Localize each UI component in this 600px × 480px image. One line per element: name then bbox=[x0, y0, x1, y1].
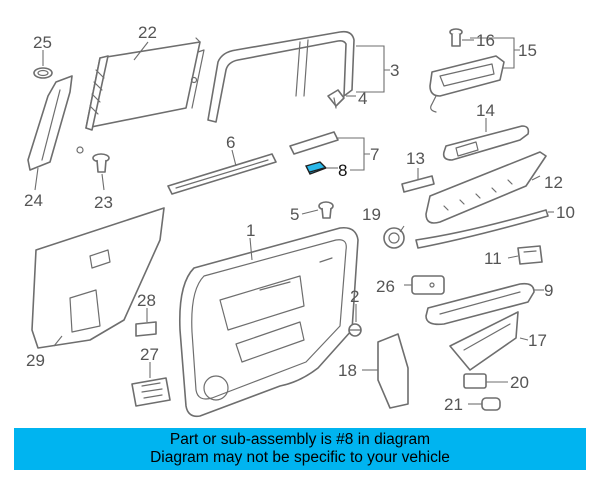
callout-9: 9 bbox=[544, 281, 553, 300]
part-10-strip bbox=[415, 209, 549, 249]
callout-17: 17 bbox=[528, 331, 547, 350]
banner-line-2: Diagram may not be specific to your vehi… bbox=[150, 449, 450, 466]
callout-5: 5 bbox=[290, 205, 299, 224]
callout-2: 2 bbox=[350, 287, 359, 306]
part-1-door-panel bbox=[178, 226, 359, 418]
part-8-highlighted bbox=[304, 161, 328, 175]
part-15-handle bbox=[429, 55, 505, 113]
callout-25: 25 bbox=[33, 33, 52, 52]
callout-6: 6 bbox=[226, 133, 235, 152]
callout-24: 24 bbox=[24, 191, 43, 210]
part-19-grille bbox=[383, 227, 405, 249]
callout-18: 18 bbox=[338, 361, 357, 380]
info-banner: Part or sub-assembly is #8 in diagram Di… bbox=[14, 428, 586, 470]
part-20-lens bbox=[463, 373, 487, 389]
callout-10: 10 bbox=[556, 203, 575, 222]
callout-19: 19 bbox=[362, 205, 381, 224]
part-4-clip bbox=[327, 89, 345, 109]
part-28-connector bbox=[135, 321, 157, 337]
leader-lines bbox=[34, 37, 554, 405]
callout-28: 28 bbox=[137, 291, 156, 310]
callout-20: 20 bbox=[510, 373, 529, 392]
callout-16: 16 bbox=[476, 31, 495, 50]
callout-27: 27 bbox=[140, 345, 159, 364]
part-24-pillar-trim bbox=[27, 75, 73, 171]
callout-12: 12 bbox=[544, 173, 563, 192]
part-5-clip bbox=[318, 201, 334, 219]
callout-23: 23 bbox=[94, 193, 113, 212]
part-25-grommet bbox=[33, 67, 53, 79]
part-14-bezel bbox=[442, 125, 530, 161]
callout-13: 13 bbox=[406, 149, 425, 168]
part-9-armrest bbox=[425, 282, 535, 326]
part-12-upper-trim bbox=[425, 151, 547, 224]
part-29-insulation bbox=[31, 207, 165, 349]
part-22-sunshade bbox=[76, 37, 205, 154]
banner-line-1: Part or sub-assembly is #8 in diagram bbox=[169, 431, 431, 448]
callout-1: 1 bbox=[246, 221, 255, 240]
callout-29: 29 bbox=[26, 351, 45, 370]
part-23-clip bbox=[92, 153, 110, 173]
part-2-clip bbox=[348, 323, 362, 337]
callout-11: 11 bbox=[484, 249, 502, 268]
part-6-belt-strip bbox=[167, 153, 277, 195]
callout-7: 7 bbox=[370, 145, 379, 164]
callout-22: 22 bbox=[138, 23, 157, 42]
callout-4: 4 bbox=[358, 89, 367, 108]
callout-26: 26 bbox=[376, 277, 395, 296]
part-13-trim bbox=[401, 175, 435, 193]
part-18-cover bbox=[377, 333, 409, 409]
part-3-channel bbox=[207, 30, 355, 123]
callout-21: 21 bbox=[444, 395, 463, 414]
callout-8: 8 bbox=[338, 161, 347, 180]
part-27-vent bbox=[131, 377, 171, 407]
part-17-pocket bbox=[449, 311, 519, 371]
callout-labels: 25 24 22 23 3 4 6 7 8 5 1 2 29 28 27 16 … bbox=[24, 23, 575, 414]
part-11-switch bbox=[517, 245, 543, 265]
part-16-bolt bbox=[449, 28, 463, 47]
diagram-canvas: 25 24 22 23 3 4 6 7 8 5 1 2 29 28 27 16 … bbox=[24, 23, 575, 418]
part-26-cover bbox=[411, 275, 445, 295]
part-7-strip bbox=[289, 131, 339, 155]
callout-14: 14 bbox=[476, 101, 495, 120]
callout-3: 3 bbox=[390, 61, 399, 80]
callout-15: 15 bbox=[518, 41, 537, 60]
part-21-bulb bbox=[481, 397, 501, 411]
